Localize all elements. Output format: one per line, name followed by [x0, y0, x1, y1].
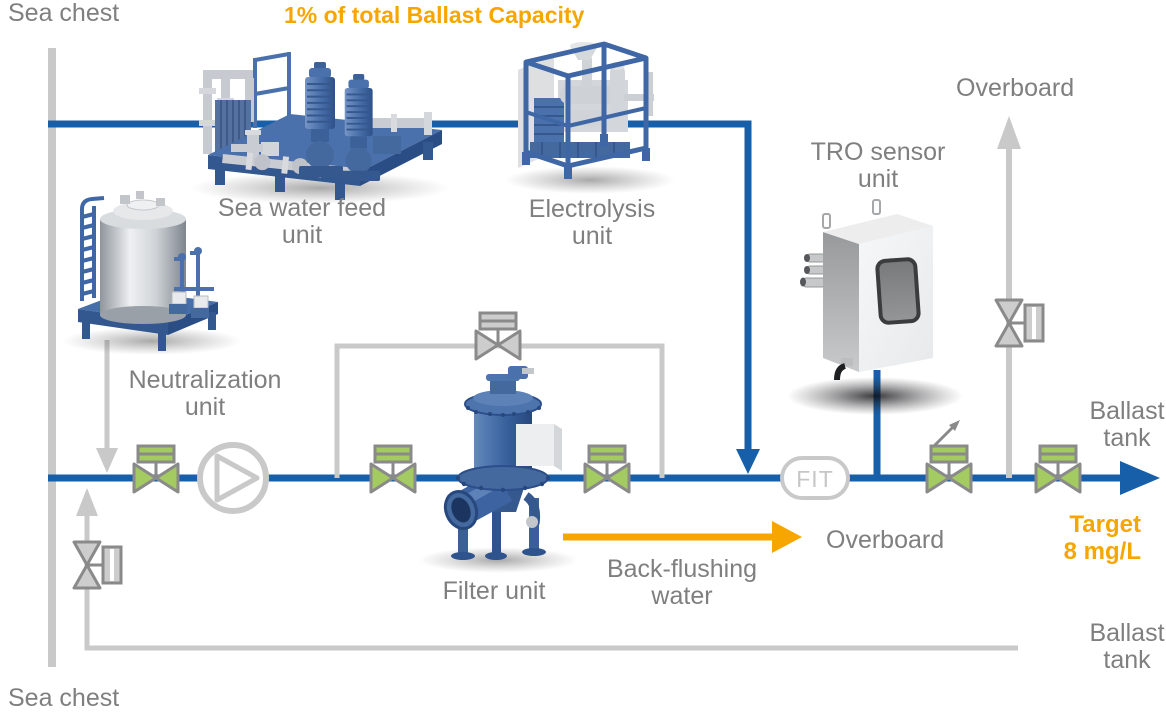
filter-unit-label: Filter unit [442, 577, 546, 605]
ballast-tank-bottom-label: Ballast tank [1089, 619, 1165, 674]
actuator-arrow [931, 420, 960, 449]
fit-sensor-badge: FIT [780, 456, 850, 500]
valve-green-2 [369, 444, 417, 494]
ballast-tank-right-label: Ballast tank [1089, 397, 1165, 452]
neutralization-arrowhead [96, 448, 118, 473]
target-label: Target 8 mg/L [1063, 511, 1141, 565]
backflush-arrowhead [772, 521, 802, 553]
valve-green-4 [1034, 444, 1082, 494]
capacity-title: 1% of total Ballast Capacity [284, 2, 585, 28]
overboard-arrowhead [997, 116, 1021, 149]
electrolysis-unit-label: Electrolysis unit [528, 195, 656, 250]
backflush-valve [474, 311, 522, 361]
sea-chest-bottom-label: Sea chest [8, 684, 120, 712]
neutralization-unit-image [62, 191, 242, 355]
overboard-top-label: Overboard [956, 74, 1075, 102]
valve-green-1 [132, 444, 180, 494]
fit-label: FIT [796, 466, 834, 492]
equipment-layer [62, 41, 963, 573]
manual-valve-left [72, 540, 123, 590]
pump-symbol [197, 442, 269, 514]
symbols-layer: FIT [72, 298, 1082, 590]
main-pipe-arrowhead [1120, 461, 1160, 495]
overboard-mid-label: Overboard [826, 526, 945, 554]
valve-green-actuated [925, 444, 973, 494]
back-flushing-water-label: Back-flushing water [606, 555, 758, 610]
valve-green-3 [583, 444, 631, 494]
neutralization-unit-label: Neutralization unit [128, 366, 282, 421]
sea-chest-top-label: Sea chest [8, 0, 120, 27]
electrolysis-down-arrowhead [736, 449, 760, 474]
electrolysis-unit-image [505, 41, 675, 194]
filter-unit-image [418, 366, 578, 573]
sea-water-feed-unit-label: Sea water feed unit [217, 194, 387, 249]
tro-sensor-unit-label: TRO sensor unit [810, 138, 946, 193]
sea-water-feed-unit-image [190, 52, 450, 204]
ballast-return-arrowhead [76, 488, 98, 516]
manual-valve-overboard [994, 298, 1045, 348]
tro-sensor-unit-image [787, 199, 963, 415]
